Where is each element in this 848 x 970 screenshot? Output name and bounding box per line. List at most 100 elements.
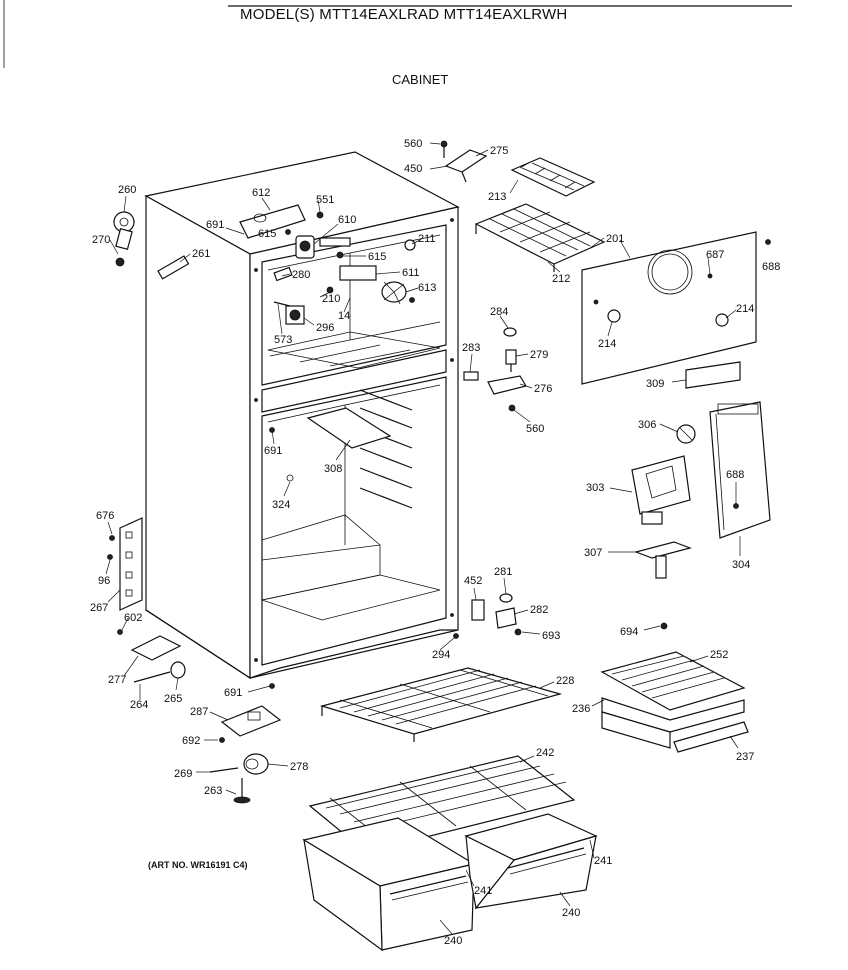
part-277-bottom-hinge	[130, 635, 182, 661]
callout-688: 688	[762, 261, 780, 273]
callout-14: 14	[338, 310, 350, 322]
part-306-knob	[676, 424, 696, 444]
callout-214-b: 214	[598, 338, 616, 350]
callout-676: 676	[96, 510, 114, 522]
callout-278: 278	[290, 761, 308, 773]
cabinet-body	[144, 151, 460, 680]
callout-236: 236	[572, 703, 590, 715]
callout-237: 237	[736, 751, 754, 763]
callout-296: 296	[316, 322, 334, 334]
callout-450: 450	[404, 163, 422, 175]
callout-210: 210	[322, 293, 340, 305]
callout-275: 275	[490, 145, 508, 157]
callout-551: 551	[316, 194, 334, 206]
callout-228: 228	[556, 675, 574, 687]
callout-labels: 560 275 450 213 201 688 687 212 214 214 …	[90, 138, 780, 947]
callout-610: 610	[338, 214, 356, 226]
art-number: (ART NO. WR16191 C4)	[148, 860, 248, 870]
evaporator-fan	[273, 265, 415, 325]
part-267-hinge	[107, 517, 143, 635]
callout-324: 324	[272, 499, 290, 511]
callout-615: 615	[258, 228, 276, 240]
callout-611: 611	[402, 267, 420, 279]
leveling-parts	[209, 705, 282, 804]
part-304-housing	[709, 401, 771, 539]
callout-308: 308	[324, 463, 342, 475]
callout-307: 307	[584, 547, 602, 559]
damper-parts	[463, 327, 527, 412]
callout-283: 283	[462, 342, 480, 354]
part-264-rod	[133, 671, 171, 683]
callout-282: 282	[530, 604, 548, 616]
callout-452: 452	[464, 575, 482, 587]
callout-270: 270	[92, 234, 110, 246]
part-309-label	[685, 361, 741, 389]
callout-241: 241	[474, 885, 492, 897]
callout-602: 602	[124, 612, 142, 624]
callout-242: 242	[536, 747, 554, 759]
part-265-roller	[170, 661, 186, 679]
part-308-cover	[269, 407, 392, 482]
callout-306: 306	[638, 419, 656, 431]
section-title: CABINET	[392, 72, 449, 87]
part-201-rear-panel	[581, 231, 771, 385]
callout-240-b: 240	[562, 907, 580, 919]
callout-560-b: 560	[526, 423, 544, 435]
callout-280: 280	[292, 269, 310, 281]
callout-688-b: 688	[726, 469, 744, 481]
callout-269: 269	[174, 768, 192, 780]
callout-691-c: 691	[224, 687, 242, 699]
part-307-bracket	[634, 541, 692, 579]
part-228-shelf	[319, 667, 563, 742]
part-240-drawer-right	[464, 813, 598, 910]
top-control-assembly	[239, 204, 416, 259]
callout-691: 691	[206, 219, 224, 231]
callout-240: 240	[444, 935, 462, 947]
part-694-screw	[660, 622, 668, 630]
leader-lines	[105, 142, 741, 935]
callout-252: 252	[710, 649, 728, 661]
callout-694: 694	[620, 626, 638, 638]
part-252-crisper-shelf	[600, 651, 749, 753]
callout-615-b: 615	[368, 251, 386, 263]
callout-304: 304	[732, 559, 750, 571]
callout-201: 201	[606, 233, 624, 245]
callout-573: 573	[274, 334, 292, 346]
door-stop-parts	[453, 593, 522, 639]
callout-287: 287	[190, 706, 208, 718]
part-212-shelf	[474, 203, 606, 272]
callout-264: 264	[130, 699, 148, 711]
callout-214: 214	[736, 303, 754, 315]
part-240-drawer-left	[302, 817, 476, 952]
callout-265: 265	[164, 693, 182, 705]
callout-212: 212	[552, 273, 570, 285]
callout-560: 560	[404, 138, 422, 150]
part-275-bracket	[440, 140, 488, 183]
callout-281: 281	[494, 566, 512, 578]
callout-687: 687	[706, 249, 724, 261]
callout-612: 612	[252, 187, 270, 199]
callout-294: 294	[432, 649, 450, 661]
callout-263: 263	[204, 785, 222, 797]
callout-241-b: 241	[594, 855, 612, 867]
callout-213: 213	[488, 191, 506, 203]
callout-303: 303	[586, 482, 604, 494]
callout-692: 692	[182, 735, 200, 747]
callout-211: 211	[418, 233, 436, 245]
callout-261: 261	[192, 248, 210, 260]
callout-284: 284	[490, 306, 508, 318]
callout-691-b: 691	[264, 445, 282, 457]
callout-96: 96	[98, 575, 110, 587]
callout-276: 276	[534, 383, 552, 395]
callout-267: 267	[90, 602, 108, 614]
callout-260: 260	[118, 184, 136, 196]
part-260-knob	[113, 211, 135, 267]
part-303-control	[631, 455, 691, 525]
callout-693: 693	[542, 630, 560, 642]
callout-277: 277	[108, 674, 126, 686]
model-numbers-title: MODEL(S) MTT14EAXLRAD MTT14EAXLRWH	[240, 6, 568, 23]
callout-613: 613	[418, 282, 436, 294]
callout-309: 309	[646, 378, 664, 390]
part-213-ice-tray	[510, 157, 596, 197]
